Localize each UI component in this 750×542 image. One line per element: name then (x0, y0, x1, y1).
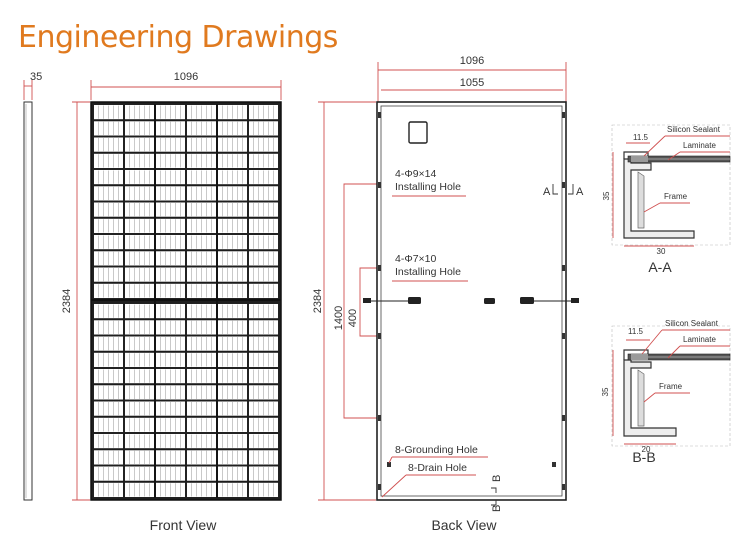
section-b-frame-label: Frame (659, 382, 683, 391)
side-thickness-dim: 35 (30, 71, 42, 83)
section-b-detail: 11.5 35 20 Silicon Sealant Laminate Fram… (601, 319, 731, 465)
back-view: 1096 1055 2384 1400 400 (312, 55, 584, 533)
install-hole-1-label: Installing Hole (395, 181, 461, 193)
section-a-dim-top: 11.5 (633, 133, 649, 142)
section-a-laminate-label: Laminate (683, 141, 716, 150)
install-hole-2-spec: 4-Φ7×10 (395, 253, 437, 265)
section-b-marker: B (491, 475, 503, 482)
back-view-caption: Back View (431, 517, 497, 533)
section-b-marker-right: B (491, 505, 503, 512)
section-a-detail: 11.5 35 30 Silicon Sealant Laminate Fram… (602, 124, 731, 275)
section-b-sealant-label: Silicon Sealant (665, 319, 719, 328)
hole-spacing-large-dim: 1400 (333, 306, 345, 330)
section-a-marker-right: A (576, 186, 584, 198)
install-hole-2-label: Installing Hole (395, 266, 461, 278)
front-view: 1096 2384 Front View (61, 71, 282, 533)
section-b-dim-width: 20 (642, 445, 651, 454)
section-a-frame-label: Frame (664, 192, 688, 201)
front-height-dim: 2384 (61, 289, 73, 313)
section-a-dim-height: 35 (602, 191, 611, 200)
install-hole-1-spec: 4-Φ9×14 (395, 168, 437, 180)
section-b-laminate-label: Laminate (683, 335, 716, 344)
back-height-dim: 2384 (312, 289, 324, 313)
side-view: 35 (23, 71, 42, 501)
front-width-dim: 1096 (174, 71, 198, 83)
section-b-dim-top: 11.5 (628, 327, 644, 336)
grounding-holes (387, 462, 556, 467)
front-cell-grid (93, 104, 279, 498)
drain-hole-label: 8-Drain Hole (408, 462, 467, 474)
hole-spacing-small-dim: 400 (347, 309, 359, 327)
back-inner-width-dim: 1055 (460, 77, 484, 89)
section-a-sealant-label: Silicon Sealant (667, 125, 721, 134)
section-b-caption: B-B (632, 449, 655, 465)
cable-connectors (363, 297, 579, 304)
section-a-dim-width: 30 (657, 247, 666, 256)
grounding-hole-label: 8-Grounding Hole (395, 444, 478, 456)
front-view-caption: Front View (150, 517, 218, 533)
junction-box (408, 121, 428, 144)
mounting-holes (378, 112, 565, 490)
section-b-dim-height: 35 (601, 387, 610, 396)
back-outer-width-dim: 1096 (460, 55, 484, 67)
section-a-marker-left: A (543, 186, 551, 198)
section-a-caption: A-A (648, 259, 672, 275)
page-title: Engineering Drawings (18, 20, 338, 55)
